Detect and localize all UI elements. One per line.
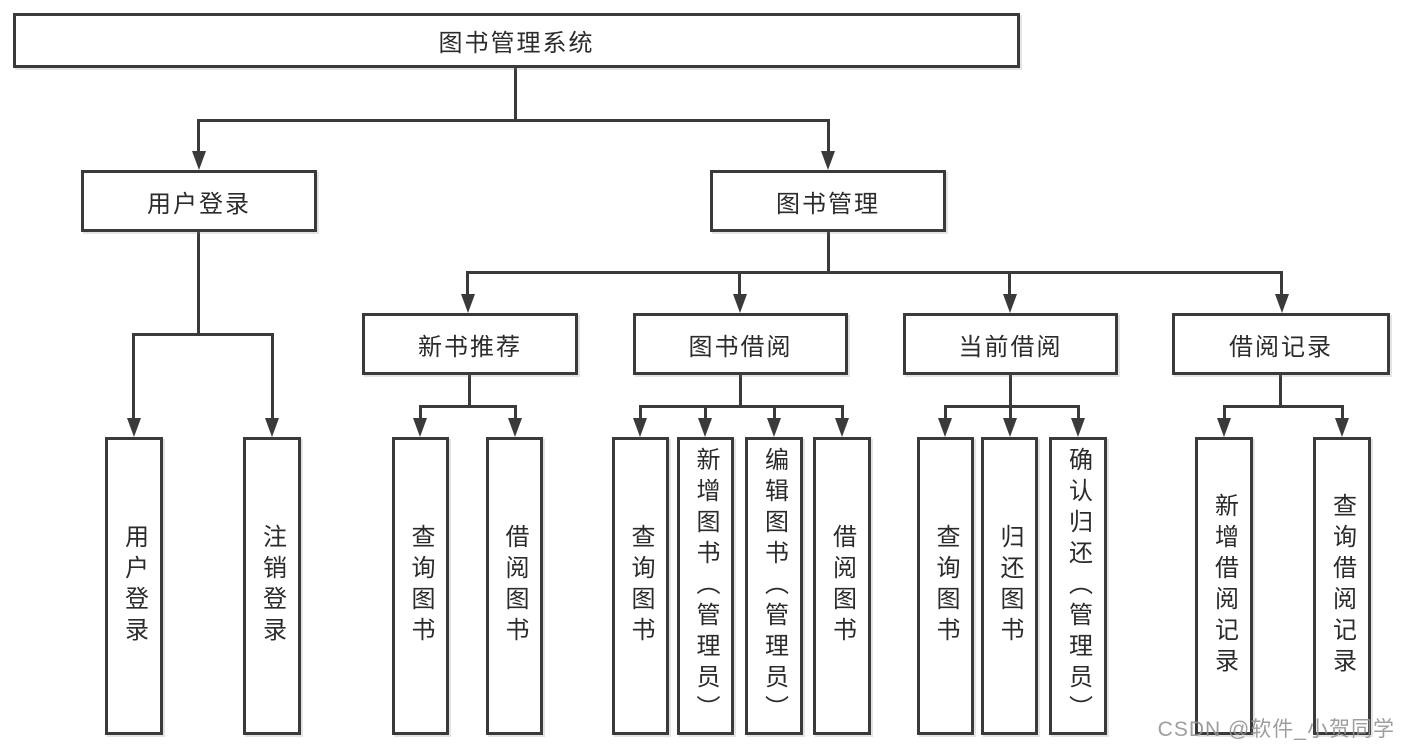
connector-userlogin-stem bbox=[197, 232, 200, 335]
arrow-down-icon bbox=[698, 418, 712, 437]
connector-borrowrecord-stem bbox=[1279, 375, 1282, 407]
arrow-down-icon bbox=[821, 151, 835, 170]
arrow-down-icon bbox=[265, 418, 279, 437]
connector-bookborrow-drop-3 bbox=[773, 405, 776, 421]
node-current-borrowing: 当前借阅 bbox=[903, 313, 1118, 375]
node-label: 用户登录 bbox=[147, 190, 251, 218]
node-new-book-recommend: 新书推荐 bbox=[362, 313, 578, 375]
arrow-down-icon bbox=[733, 294, 747, 313]
connector-bookborrow-drop-2 bbox=[704, 405, 707, 421]
arrow-down-icon bbox=[1335, 418, 1349, 437]
connector-userlogin-drop-right bbox=[271, 333, 274, 419]
connector-root-rail bbox=[197, 119, 830, 122]
connector-newbook-drop-2 bbox=[514, 405, 517, 421]
arrow-down-icon bbox=[508, 418, 522, 437]
connector-currentborrow-drop-2 bbox=[1009, 405, 1012, 421]
connector-bookborrow-stem bbox=[739, 375, 742, 407]
connector-bookmgmt-rail bbox=[466, 271, 1283, 274]
arrow-down-icon bbox=[835, 418, 849, 437]
leaf-borrowing-borrow-books: 借阅图书 bbox=[813, 437, 871, 735]
connector-bookborrow-rail bbox=[639, 405, 844, 408]
node-label: 当前借阅 bbox=[958, 333, 1063, 361]
node-label: 查询图书 bbox=[932, 524, 959, 648]
leaf-newbook-query-books: 查询图书 bbox=[392, 437, 449, 735]
connector-bookmgmt-drop-3 bbox=[1008, 271, 1011, 297]
connector-root-drop-left bbox=[197, 119, 200, 155]
connector-bookborrow-drop-1 bbox=[639, 405, 642, 421]
connector-bookmgmt-drop-1 bbox=[466, 271, 469, 297]
connector-currentborrow-rail bbox=[944, 405, 1080, 408]
node-label: 查询图书 bbox=[627, 524, 654, 648]
node-label: 图书借阅 bbox=[688, 333, 793, 361]
arrow-down-icon bbox=[1003, 418, 1017, 437]
leaf-borrowing-query-books: 查询图书 bbox=[612, 437, 669, 735]
connector-newbook-stem bbox=[468, 375, 471, 407]
leaf-logout: 注销登录 bbox=[243, 437, 301, 735]
node-label: 用户登录 bbox=[120, 524, 148, 648]
connector-bookborrow-drop-4 bbox=[841, 405, 844, 421]
arrow-down-icon bbox=[127, 418, 141, 437]
arrow-down-icon bbox=[767, 418, 781, 437]
leaf-current-return-books: 归还图书 bbox=[981, 437, 1038, 735]
node-label: 借阅图书 bbox=[501, 524, 528, 648]
node-label: 查询图书 bbox=[407, 524, 434, 648]
connector-root-drop-right bbox=[827, 119, 830, 155]
leaf-records-query-borrow-record: 查询借阅记录 bbox=[1313, 437, 1371, 735]
connector-currentborrow-stem bbox=[1009, 375, 1012, 407]
connector-userlogin-rail bbox=[132, 333, 274, 336]
leaf-borrowing-add-books-admin: 新增图书（管理员） bbox=[677, 437, 734, 735]
leaf-current-confirm-return-admin: 确认归还（管理员） bbox=[1049, 437, 1107, 735]
node-label: 归还图书 bbox=[996, 524, 1023, 648]
arrow-down-icon bbox=[1071, 418, 1085, 437]
connector-borrowrecord-drop-1 bbox=[1223, 405, 1226, 421]
node-user-login-module: 用户登录 bbox=[81, 170, 317, 232]
connector-newbook-rail bbox=[419, 405, 517, 408]
connector-root-stem bbox=[514, 68, 517, 122]
leaf-user-login: 用户登录 bbox=[105, 437, 163, 735]
node-label: 编辑图书（管理员） bbox=[760, 446, 788, 726]
node-label: 新增图书（管理员） bbox=[692, 446, 719, 726]
connector-currentborrow-drop-3 bbox=[1077, 405, 1080, 421]
leaf-current-query-books: 查询图书 bbox=[917, 437, 974, 735]
connector-userlogin-drop-left bbox=[132, 333, 135, 419]
node-book-borrowing: 图书借阅 bbox=[633, 313, 848, 375]
connector-borrowrecord-drop-2 bbox=[1341, 405, 1344, 421]
leaf-newbook-borrow-books: 借阅图书 bbox=[486, 437, 543, 735]
leaf-borrowing-edit-books-admin: 编辑图书（管理员） bbox=[745, 437, 803, 735]
node-label: 查询借阅记录 bbox=[1328, 493, 1356, 679]
arrow-down-icon bbox=[413, 418, 427, 437]
connector-currentborrow-drop-1 bbox=[944, 405, 947, 421]
arrow-down-icon bbox=[633, 418, 647, 437]
node-label: 新增借阅记录 bbox=[1210, 493, 1238, 679]
node-label: 新书推荐 bbox=[418, 333, 522, 361]
connector-bookmgmt-stem bbox=[827, 232, 830, 273]
node-label: 借阅记录 bbox=[1229, 333, 1333, 361]
connector-bookmgmt-drop-4 bbox=[1280, 271, 1283, 297]
leaf-records-add-borrow-record: 新增借阅记录 bbox=[1195, 437, 1253, 735]
node-root-system: 图书管理系统 bbox=[13, 13, 1020, 68]
connector-borrowrecord-rail bbox=[1223, 405, 1344, 408]
arrow-down-icon bbox=[1217, 418, 1231, 437]
arrow-down-icon bbox=[461, 294, 475, 313]
node-borrowing-records: 借阅记录 bbox=[1172, 313, 1390, 375]
arrow-down-icon bbox=[938, 418, 952, 437]
csdn-watermark: CSDN @软件_小贺同学 bbox=[1157, 718, 1395, 741]
arrow-down-icon bbox=[1003, 294, 1017, 313]
connector-bookmgmt-drop-2 bbox=[738, 271, 741, 297]
node-label: 注销登录 bbox=[258, 524, 286, 648]
node-label: 图书管理 bbox=[776, 190, 880, 218]
node-label: 图书管理系统 bbox=[438, 30, 595, 57]
connector-newbook-drop-1 bbox=[419, 405, 422, 421]
node-label: 借阅图书 bbox=[828, 524, 856, 648]
node-label: 确认归还（管理员） bbox=[1064, 446, 1092, 726]
arrow-down-icon bbox=[192, 151, 206, 170]
arrow-down-icon bbox=[1275, 294, 1289, 313]
node-book-management-module: 图书管理 bbox=[710, 170, 946, 232]
